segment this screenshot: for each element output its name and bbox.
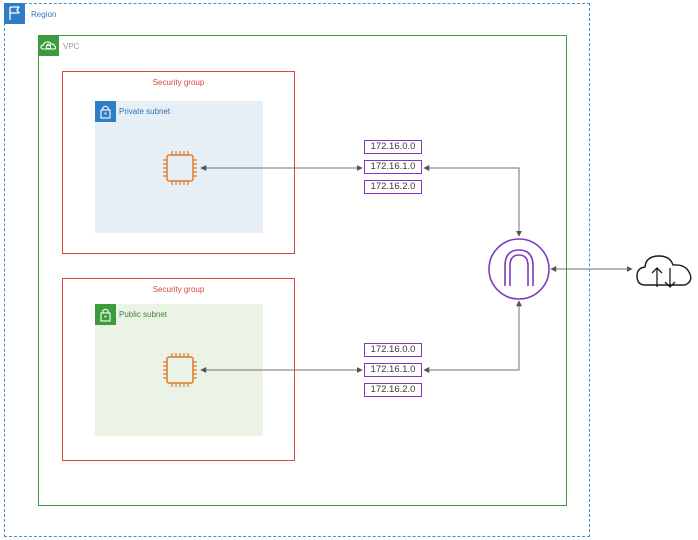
security-group-label-private: Security group — [152, 78, 205, 87]
region-flag-icon — [4, 3, 25, 24]
public-subnet-box — [95, 304, 263, 436]
cloud-upload-download-icon — [636, 255, 692, 288]
route-table-top-entry-2: 172.16.1.0 — [364, 160, 422, 174]
route-table-bottom-entry-2: 172.16.1.0 — [364, 363, 422, 377]
route-table-top-entry-3: 172.16.2.0 — [364, 180, 422, 194]
vpc-label: VPC — [63, 42, 80, 51]
region-label: Region — [31, 10, 57, 19]
public-subnet-label: Public subnet — [119, 310, 168, 319]
private-subnet-label: Private subnet — [119, 107, 171, 116]
route-table-bottom-entry-3: 172.16.2.0 — [364, 383, 422, 397]
security-group-box-private — [62, 71, 295, 254]
route-table-bottom-entry-1: 172.16.0.0 — [364, 343, 422, 357]
private-subnet-box — [95, 101, 263, 233]
route-table-top-entry-1: 172.16.0.0 — [364, 140, 422, 154]
private-subnet-lock-icon — [95, 101, 116, 122]
security-group-label-public: Security group — [152, 285, 205, 294]
vpc-cloud-lock-icon — [38, 35, 59, 56]
public-subnet-lock-icon — [95, 304, 116, 325]
